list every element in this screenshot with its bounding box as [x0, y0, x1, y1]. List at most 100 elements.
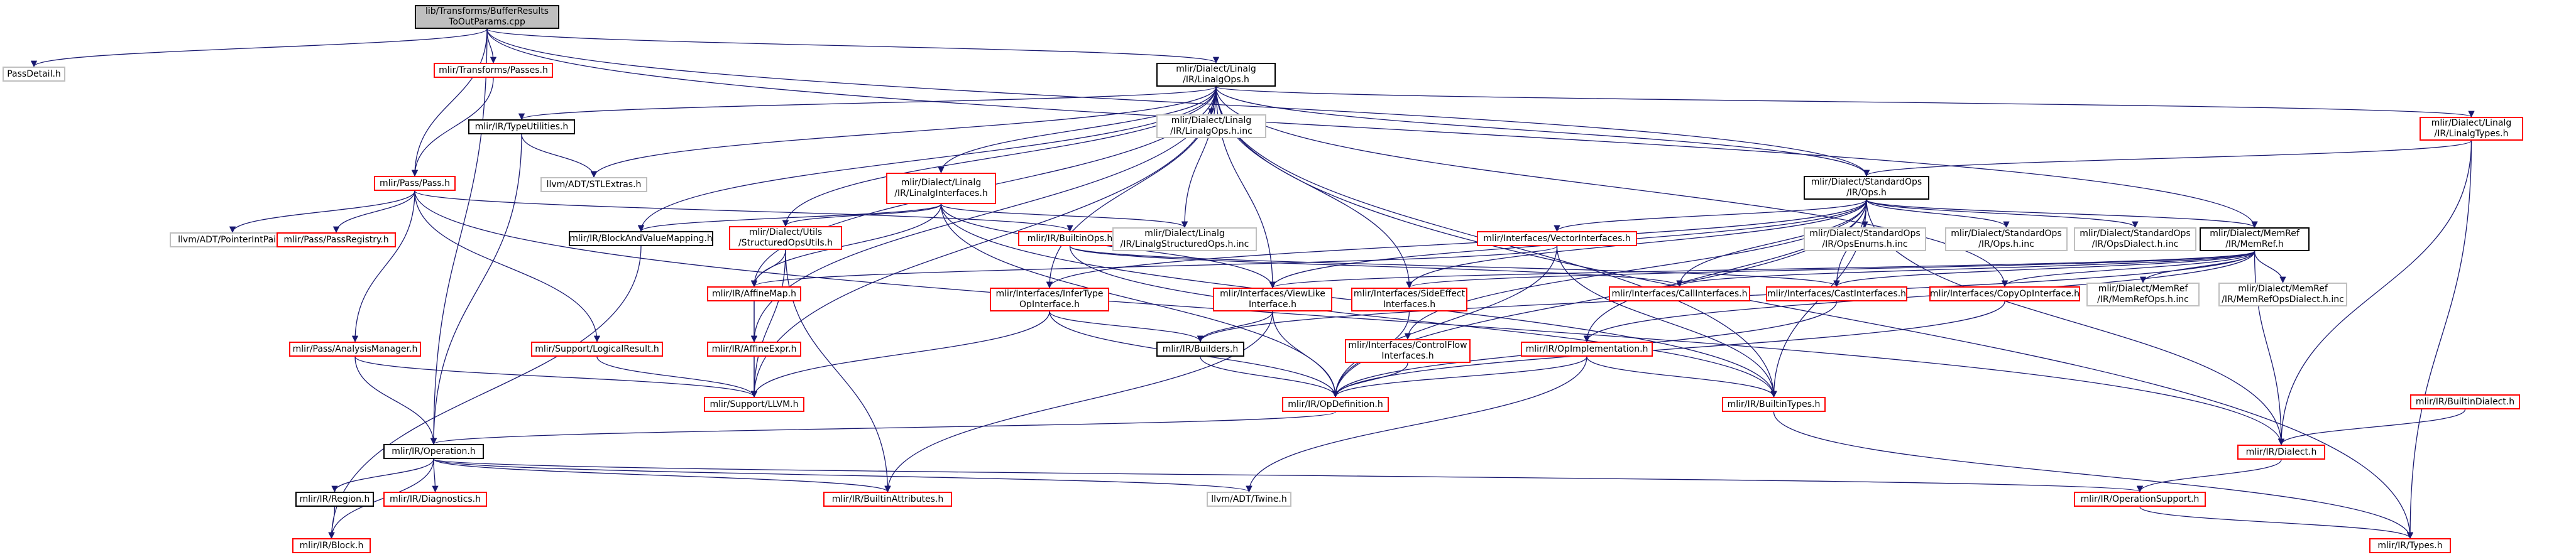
edge-linalgtypes-to-stdops [1863, 140, 2472, 177]
edge-viewlike-to-builtinattributes [884, 311, 1273, 493]
edge-linalgops-to-stdops [1215, 86, 1870, 177]
node-structuredoputils[interactable]: mlir/Dialect/Utils /StructuredOpsUtils.h [729, 226, 842, 250]
edge-root-to-linalgops [486, 28, 1219, 64]
edge-stdops-to-vectorinterfaces [1554, 199, 1867, 232]
node-builders[interactable]: mlir/IR/Builders.h [1156, 342, 1244, 357]
node-linalginterfaces[interactable]: mlir/Dialect/Linalg /IR/LinalgInterfaces… [886, 173, 996, 204]
node-builtindialect[interactable]: mlir/IR/BuiltinDialect.h [2410, 394, 2520, 409]
edge-builtinops-to-builtintypes [1069, 246, 1777, 398]
node-passregistry[interactable]: mlir/Pass/PassRegistry.h [277, 232, 396, 247]
edge-transforms-passes-to-pass [411, 77, 494, 177]
edge-linalgops-to-linalgtypes [1215, 86, 2474, 118]
node-block[interactable]: mlir/IR/Block.h [292, 538, 371, 553]
node-operationsupport[interactable]: mlir/IR/OperationSupport.h [2074, 492, 2206, 507]
edge-operation-to-block [328, 458, 434, 539]
node-vectorinterfaces[interactable]: mlir/Interfaces/VectorInterfaces.h [1477, 231, 1637, 246]
node-callinterfaces[interactable]: mlir/Interfaces/CallInterfaces.h [1609, 286, 1750, 301]
edge-linalginterfaces-to-blockandvaluemapping [638, 203, 942, 232]
edge-operation-to-builtinattributes [433, 458, 891, 493]
edge-blockandvaluemapping-to-block [328, 246, 642, 539]
node-linalgstructuredops-inc[interactable]: mlir/Dialect/Linalg /IR/LinalgStructured… [1112, 227, 1257, 251]
node-diagnostics[interactable]: mlir/IR/Diagnostics.h [383, 492, 487, 507]
node-affineexpr[interactable]: mlir/IR/AffineExpr.h [707, 342, 801, 357]
node-typeutilities[interactable]: mlir/IR/TypeUtilities.h [468, 119, 575, 134]
edge-operationsupport-to-types [2139, 506, 2414, 539]
edge-memref-to-callinterfaces [1676, 251, 2255, 288]
edge-linalgops-to-structuredoputils [782, 86, 1217, 227]
node-castinterfaces[interactable]: mlir/Interfaces/CastInterfaces.h [1766, 286, 1907, 301]
edge-pass-to-logicalresult [414, 190, 601, 343]
node-sideeffect[interactable]: mlir/Interfaces/SideEffect Interfaces.h [1351, 288, 1467, 311]
edge-pass-to-analysismanager [351, 190, 415, 343]
edge-root-to-memref [486, 28, 2258, 229]
edge-dialect-to-operationsupport [2136, 459, 2282, 493]
edge-linalgops-to-stlextras [590, 86, 1217, 178]
edge-memref-to-viewlike [1269, 251, 2255, 289]
node-memref[interactable]: mlir/Dialect/MemRef /IR/MemRef.h [2200, 227, 2310, 251]
node-llvm[interactable]: mlir/Support/LLVM.h [704, 397, 804, 412]
node-memrefopsdialect-inc[interactable]: mlir/Dialect/MemRef /IR/MemRefOpsDialect… [2218, 283, 2347, 306]
edge-region-to-block [328, 506, 336, 539]
edge-pass-to-dialect [414, 190, 2285, 446]
node-opdefinition[interactable]: mlir/IR/OpDefinition.h [1282, 397, 1389, 412]
edge-operation-to-diagnostics [432, 458, 439, 493]
node-transforms-passes[interactable]: mlir/Transforms/Passes.h [434, 63, 553, 78]
edge-vectorinterfaces-to-builtintypes [1556, 246, 1777, 398]
edge-stdops-to-memref [1866, 199, 2258, 229]
edge-viewlike-to-opdefinition [1272, 311, 1339, 398]
edge-operation-to-twine [433, 458, 1252, 493]
edge-linalgtypes-to-types [2406, 140, 2472, 539]
edge-memref-to-castinterfaces [1833, 251, 2255, 288]
node-dialect[interactable]: mlir/IR/Dialect.h [2237, 445, 2325, 460]
edge-root-to-pass [411, 28, 488, 177]
edge-operation-to-operationsupport [433, 458, 2143, 493]
node-controlflow[interactable]: mlir/Interfaces/ControlFlow Interfaces.h [1345, 339, 1471, 363]
edge-copyopinterface-to-opdefinition [1332, 301, 2005, 398]
node-linalgtypes[interactable]: mlir/Dialect/Linalg /IR/LinalgTypes.h [2420, 117, 2523, 141]
edge-stdops-to-opsdialect-inc [1866, 199, 2139, 229]
edge-opdefinition-to-operation [430, 411, 1336, 445]
edge-analysismanager-to-llvm [354, 356, 758, 398]
node-passdetail[interactable]: PassDetail.h [3, 67, 65, 82]
edge-infertype-to-builders [1049, 311, 1204, 343]
node-types[interactable]: mlir/IR/Types.h [2369, 538, 2451, 553]
node-infertype[interactable]: mlir/Interfaces/InferType OpInterface.h [990, 288, 1109, 311]
node-builtinops[interactable]: mlir/IR/BuiltinOps.h [1018, 231, 1122, 246]
node-builtintypes[interactable]: mlir/IR/BuiltinTypes.h [1722, 397, 1826, 412]
edge-builders-to-opdefinition [1200, 356, 1339, 398]
node-affinemap[interactable]: mlir/IR/AffineMap.h [707, 286, 801, 301]
edge-linalgops-to-linalgstructuredops-inc [1181, 86, 1217, 229]
node-blockandvaluemapping[interactable]: mlir/IR/BlockAndValueMapping.h [569, 231, 713, 246]
node-pointerintpair[interactable]: llvm/ADT/PointerIntPair.h [170, 232, 295, 247]
edge-memref-to-sideeffect [1406, 251, 2255, 289]
node-logicalresult[interactable]: mlir/Support/LogicalResult.h [531, 342, 663, 357]
edge-stdops-to-ops-inc [1866, 199, 2010, 229]
node-linalgops-inc[interactable]: mlir/Dialect/Linalg /IR/LinalgOps.h.inc [1156, 114, 1266, 138]
edge-typeutilities-to-stlextras [521, 134, 598, 178]
node-opsenums-inc[interactable]: mlir/Dialect/StandardOps /IR/OpsEnums.h.… [1804, 227, 1926, 251]
node-ops-inc[interactable]: mlir/Dialect/StandardOps /IR/Ops.h.inc [1945, 227, 2068, 251]
node-opimplementation[interactable]: mlir/IR/OpImplementation.h [1521, 342, 1653, 357]
node-stdops[interactable]: mlir/Dialect/StandardOps /IR/Ops.h [1804, 176, 1929, 200]
node-memrefops-inc[interactable]: mlir/Dialect/MemRef /IR/MemRefOps.h.inc [2086, 283, 2200, 306]
node-analysismanager[interactable]: mlir/Pass/AnalysisManager.h [289, 342, 421, 357]
node-linalgops[interactable]: mlir/Dialect/Linalg /IR/LinalgOps.h [1156, 63, 1276, 87]
edge-analysismanager-to-operation [354, 356, 437, 445]
node-operation[interactable]: mlir/IR/Operation.h [383, 444, 484, 459]
edge-controlflow-to-opdefinition [1332, 362, 1408, 398]
edge-typeutilities-to-operation [430, 134, 522, 445]
node-region[interactable]: mlir/IR/Region.h [295, 492, 374, 507]
node-opsdialect-inc[interactable]: mlir/Dialect/StandardOps /IR/OpsDialect.… [2074, 227, 2196, 251]
node-root[interactable]: lib/Transforms/BufferResults ToOutParams… [415, 5, 559, 29]
node-pass[interactable]: mlir/Pass/Pass.h [374, 176, 456, 191]
edge-viewlike-to-builders [1197, 311, 1273, 343]
node-viewlike[interactable]: mlir/Interfaces/ViewLike Interface.h [1213, 288, 1332, 311]
edge-linalgtypes-to-dialect [2277, 140, 2472, 446]
edge-opimplementation-to-builtintypes [1586, 356, 1777, 398]
node-twine[interactable]: llvm/ADT/Twine.h [1207, 492, 1291, 507]
node-stlextras[interactable]: llvm/ADT/STLExtras.h [540, 177, 647, 192]
node-builtinattributes[interactable]: mlir/IR/BuiltinAttributes.h [823, 492, 952, 507]
edge-linalgops-to-types [1215, 86, 2414, 539]
node-copyopinterface[interactable]: mlir/Interfaces/CopyOpInterface.h [1929, 286, 2080, 301]
